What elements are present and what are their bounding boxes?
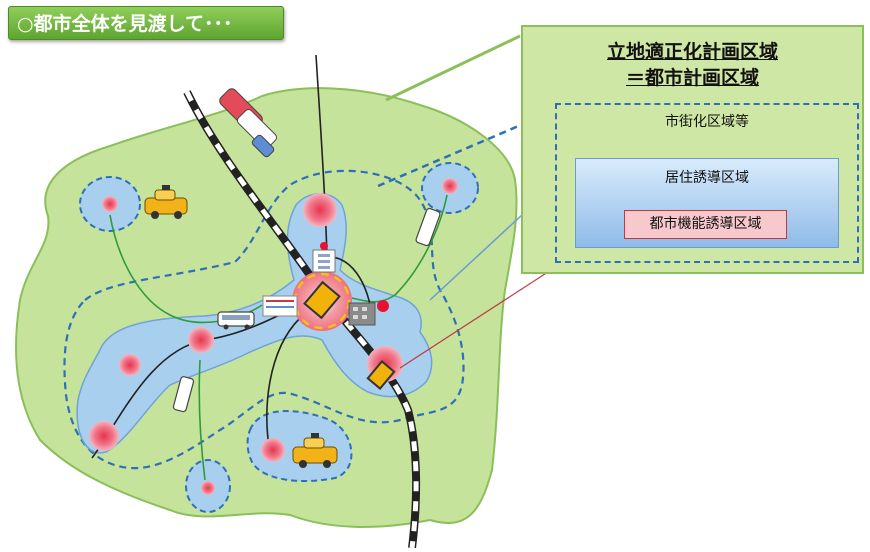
station-icon — [366, 360, 396, 390]
train-icon — [219, 88, 278, 158]
green-line-s — [198, 359, 206, 481]
bus-icon — [217, 311, 255, 330]
small-stop — [377, 300, 389, 312]
building-icon — [348, 302, 376, 326]
dark-line-south — [266, 317, 301, 453]
urbanization-area-legend: 市街化区域等 — [555, 103, 859, 263]
urban-function-area-legend: 都市機能誘導区域 — [624, 210, 787, 239]
railway — [183, 90, 421, 549]
function-point — [201, 481, 215, 495]
station-icon — [303, 280, 341, 320]
urbanization-area-label: 市街化区域等 — [665, 114, 749, 130]
legend-title-line2: ＝都市計画区域 — [625, 67, 759, 89]
bus-icon — [415, 207, 441, 247]
shopping-icon — [262, 295, 298, 317]
function-point — [442, 178, 458, 194]
taxi-icon — [144, 185, 188, 219]
legend-title-line1: 立地適正化計画区域 — [606, 41, 778, 63]
urbanization-area-boundary — [63, 169, 465, 470]
residential-area-label: 居住誘導区域 — [665, 170, 749, 186]
function-point — [102, 196, 118, 212]
function-point — [188, 327, 214, 353]
function-point — [261, 438, 285, 462]
page-title: ○都市全体を見渡して･･･ — [8, 6, 284, 40]
taxi-icon — [292, 433, 338, 468]
function-point — [89, 421, 119, 451]
green-line-ne — [351, 194, 448, 303]
function-point — [303, 193, 337, 227]
hospital-icon — [312, 242, 336, 273]
function-point — [119, 354, 141, 376]
bus-icon — [172, 376, 195, 413]
